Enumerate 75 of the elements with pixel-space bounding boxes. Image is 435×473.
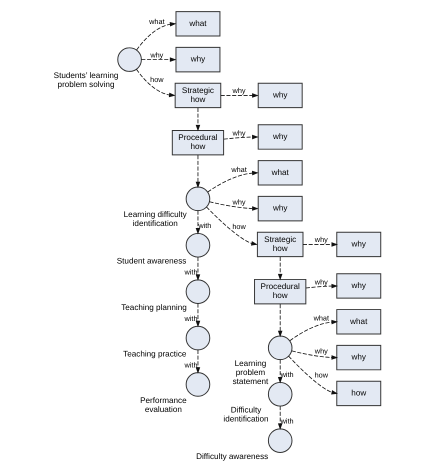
- arrow: [291, 350, 338, 360]
- arrow: [289, 320, 338, 342]
- arrow: [136, 69, 176, 98]
- node-circle: [186, 326, 210, 350]
- node-circle: [268, 382, 292, 407]
- edge-label: with: [198, 221, 212, 230]
- edge-label: with: [280, 370, 294, 380]
- node-label: Performance evaluation: [140, 396, 187, 414]
- node-circle: [186, 186, 210, 212]
- node-circle: [117, 47, 142, 72]
- node-box: what: [175, 11, 220, 36]
- arrow: [206, 206, 258, 246]
- arrow: [278, 256, 282, 280]
- arrow: [207, 170, 259, 192]
- edge-label: why: [232, 128, 246, 138]
- node-box: what: [258, 160, 303, 186]
- edge-label: why: [232, 198, 246, 207]
- edge-label: with: [280, 416, 294, 426]
- edge-label: how: [150, 74, 164, 84]
- node-label: Teaching planning: [121, 302, 187, 312]
- edge-label: with: [184, 360, 198, 370]
- edge-label: why: [150, 50, 164, 60]
- arrow: [209, 201, 259, 211]
- node-label: Student awareness: [116, 256, 186, 266]
- node-circle: [186, 372, 210, 397]
- node-box: why: [258, 82, 303, 108]
- arrow: [196, 350, 200, 374]
- arrow: [196, 108, 200, 132]
- node-box: how: [336, 380, 382, 406]
- node-box: why: [258, 124, 303, 150]
- arrow: [196, 210, 200, 235]
- arrow: [223, 134, 259, 140]
- node-circle: [268, 336, 292, 360]
- edge-label: what: [231, 165, 247, 174]
- node-box: why: [336, 273, 382, 299]
- node-circle: [186, 232, 210, 258]
- node-box: why: [336, 344, 382, 370]
- node-label: Learning difficulty identification: [124, 210, 187, 228]
- node-box: why: [336, 232, 382, 258]
- node-label: Difficulty identification: [223, 406, 269, 424]
- arrow: [278, 304, 282, 338]
- arrow: [302, 242, 338, 247]
- edge-label: what: [149, 16, 165, 26]
- node-box: why: [258, 196, 303, 222]
- node-circle: [186, 279, 210, 304]
- node-label: Students’ learning problem solving: [54, 70, 118, 89]
- edge-label: how: [232, 222, 246, 232]
- node-box: Strategic how: [174, 82, 222, 108]
- edge-label: with: [184, 268, 198, 277]
- node-label: Teaching practice: [123, 349, 186, 358]
- edge-label: how: [314, 370, 328, 380]
- node-box: Procedural how: [172, 130, 224, 156]
- arrow: [220, 93, 259, 98]
- arrow: [288, 356, 338, 395]
- arrow: [141, 57, 176, 62]
- edge-label: why: [232, 86, 246, 96]
- arrow: [196, 256, 200, 281]
- node-box: what: [336, 309, 382, 334]
- edge-label: why: [314, 235, 328, 244]
- edge-label: why: [314, 346, 328, 356]
- edge-label: with: [184, 314, 198, 323]
- node-circle: [268, 428, 292, 453]
- arrow: [306, 284, 338, 288]
- arrow: [278, 359, 282, 384]
- node-box: Procedural how: [254, 278, 306, 304]
- arrow: [196, 154, 200, 188]
- edge-label: why: [314, 277, 328, 286]
- arrow: [136, 22, 176, 50]
- node-box: why: [175, 46, 220, 72]
- node-box: Strategic how: [256, 232, 304, 258]
- node-label: Difficulty awareness: [196, 452, 268, 461]
- edge-label: what: [314, 313, 330, 322]
- arrow: [196, 303, 200, 328]
- arrow: [278, 406, 282, 430]
- node-label: Learning problem statement: [232, 359, 268, 386]
